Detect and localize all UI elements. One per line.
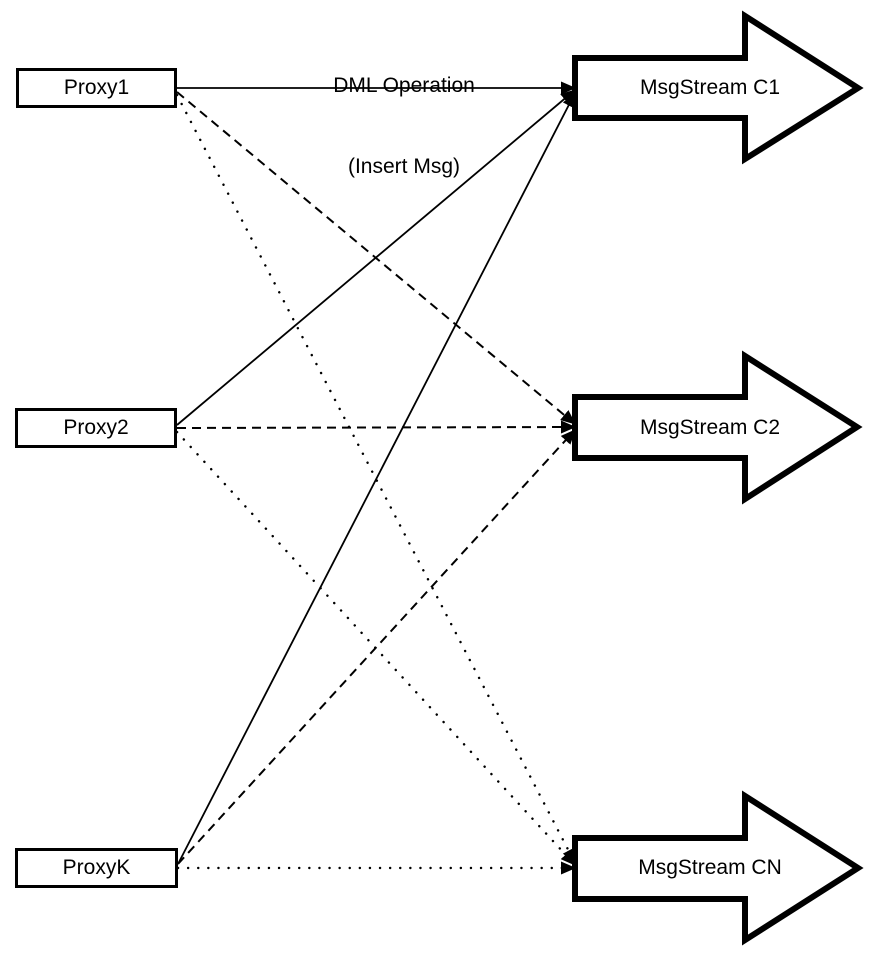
edge-proxy2-cn-dotted: [175, 430, 577, 867]
node-proxy2-label: Proxy2: [63, 416, 129, 439]
diagram-title-line2: (Insert Msg): [347, 155, 460, 178]
node-proxyK: ProxyK: [15, 848, 178, 888]
diagram-title: DML Operation (Insert Msg): [254, 18, 554, 234]
edge-proxyK-c1-solid: [177, 92, 576, 865]
node-proxy2: Proxy2: [15, 408, 177, 448]
msgstream-c2-arrow-shape: [572, 350, 863, 505]
node-proxy1-label: Proxy1: [63, 76, 130, 99]
edge-proxyK-c2-dashed: [177, 429, 576, 865]
edge-proxy1-c2-dashed: [176, 91, 576, 425]
node-proxyK-label: ProxyK: [62, 856, 131, 879]
edge-proxy2-c2-dashed: [176, 420, 576, 434]
msgstream-cn-arrow-shape: [572, 790, 864, 946]
diagram-title-line1: DML Operation: [333, 74, 475, 97]
node-proxy1: Proxy1: [16, 68, 177, 108]
msgstream-c1-arrow-shape: [572, 10, 864, 165]
